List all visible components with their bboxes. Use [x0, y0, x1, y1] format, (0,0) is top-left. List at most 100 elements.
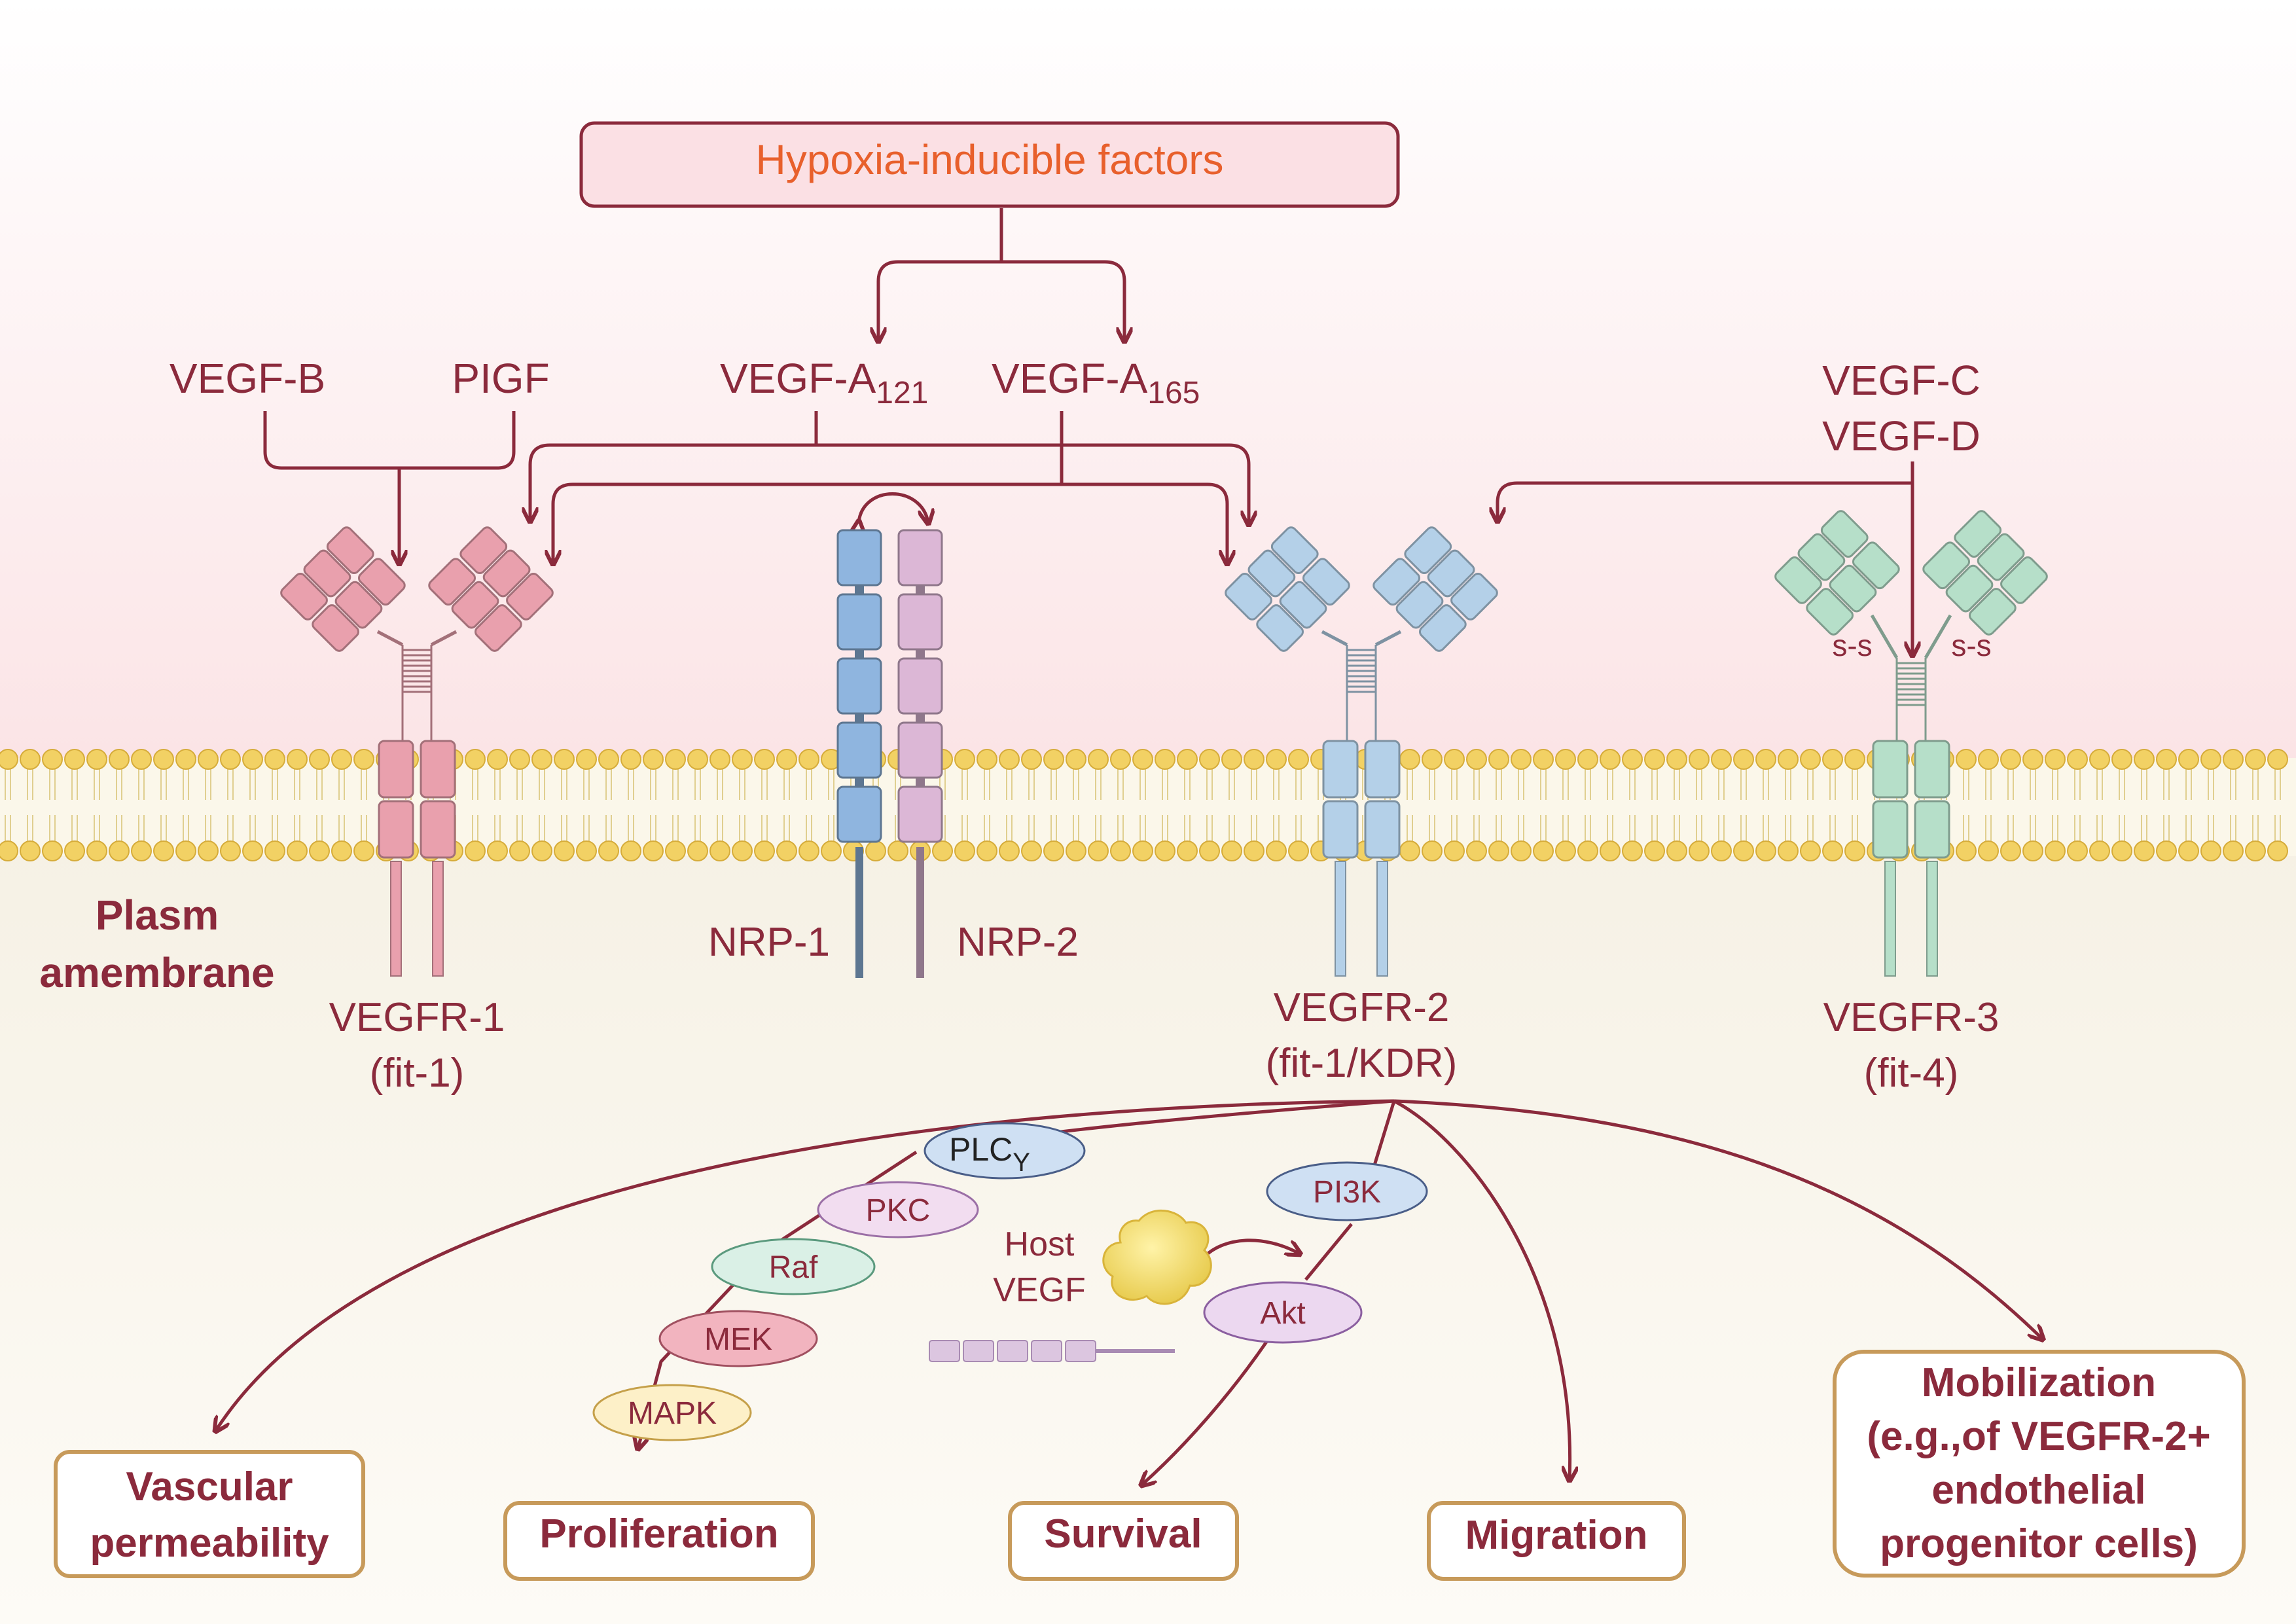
- lipid-head: [1155, 840, 1175, 861]
- lipid-tail: [1028, 769, 1035, 846]
- lipid-head: [86, 840, 107, 861]
- lipid-head: [2156, 749, 2177, 770]
- migration-box: [1427, 1501, 1686, 1581]
- disulfide-right-label: s-s: [1951, 628, 1991, 662]
- plc-subscript: Y: [1013, 1148, 1030, 1177]
- lipid-head: [2045, 749, 2066, 770]
- lipid-head: [1733, 749, 1754, 770]
- lipid-tail: [160, 769, 167, 846]
- lipid-tail: [2163, 769, 2170, 846]
- lipid-tail: [984, 769, 990, 846]
- lipid-tail: [1651, 769, 1658, 846]
- ig-domain: [1968, 588, 2017, 636]
- lipid-head: [175, 749, 196, 770]
- vegfr2-receptor: [1225, 526, 1498, 977]
- ig-domain: [334, 581, 383, 629]
- lipid-head: [1689, 749, 1710, 770]
- lipid-head: [2089, 840, 2110, 861]
- receptor-stalk: [1924, 614, 1952, 659]
- lipid-tail: [205, 769, 211, 846]
- lipid-tail: [939, 769, 946, 846]
- lipid-head: [2089, 749, 2110, 770]
- lipid-head: [86, 749, 107, 770]
- lipid-head: [2156, 840, 2177, 861]
- nrp-linker: [855, 713, 864, 723]
- mapk-node: [592, 1384, 752, 1441]
- ig-domain: [1302, 558, 1350, 606]
- lipid-head: [1399, 749, 1420, 770]
- lipid-tail: [1496, 769, 1502, 846]
- lipid-tail: [1429, 769, 1435, 846]
- vegf-a165-subscript: 165: [1147, 376, 1200, 410]
- transmembrane-domain: [1914, 740, 1950, 799]
- lipid-head: [487, 749, 508, 770]
- lipid-head: [665, 749, 686, 770]
- transmembrane-domain: [378, 740, 414, 799]
- lipid-head: [1844, 749, 1865, 770]
- ig-domain: [459, 526, 508, 575]
- plasma-membrane: [0, 749, 2296, 861]
- lipid-tail: [1251, 769, 1257, 846]
- lipid-head: [353, 840, 374, 861]
- lipid-tail: [1985, 769, 1992, 846]
- lipid-tail: [1629, 769, 1636, 846]
- receptor-hinge: [401, 645, 433, 743]
- lipid-head: [754, 840, 775, 861]
- lipid-tail: [783, 769, 790, 846]
- lipid-head: [198, 840, 219, 861]
- lipid-head: [2267, 840, 2288, 861]
- lipid-tail: [672, 769, 679, 846]
- hif-label: Hypoxia-inducible factors: [756, 136, 1224, 183]
- lipid-head: [509, 840, 530, 861]
- lipid-tail: [1139, 769, 1146, 846]
- lipid-tail: [1273, 769, 1280, 846]
- lipid-tail: [1206, 769, 1213, 846]
- lipid-head: [64, 749, 85, 770]
- lipid-head: [2245, 749, 2266, 770]
- lipid-tail: [650, 769, 656, 846]
- lipid-head: [2111, 840, 2132, 861]
- lipid-tail: [2052, 769, 2058, 846]
- ig-domain: [1945, 564, 1994, 613]
- lipid-head: [1622, 840, 1643, 861]
- lipid-head: [1822, 749, 1843, 770]
- cytoplasmic-tail: [432, 861, 444, 977]
- receptor-left-arm: [1225, 526, 1350, 652]
- lipid-head: [2223, 840, 2244, 861]
- receptor-hinge: [1895, 658, 1927, 743]
- nrp-domain: [836, 593, 882, 651]
- lipid-head: [64, 840, 85, 861]
- lipid-tail: [2274, 769, 2281, 846]
- receptor-stalk: [1870, 614, 1899, 659]
- lipid-tail: [739, 769, 745, 846]
- lipid-head: [1822, 840, 1843, 861]
- lipid-head: [1221, 749, 1242, 770]
- lipid-head: [576, 840, 597, 861]
- nrp-tail: [916, 847, 924, 978]
- lipid-head: [687, 840, 708, 861]
- ig-domain: [1829, 564, 1877, 613]
- lipid-head: [331, 840, 352, 861]
- neuropilin-receptors: [836, 529, 943, 978]
- lipid-tail: [1006, 769, 1013, 846]
- receptor-left-arm: [280, 526, 406, 652]
- nrp-linker: [916, 713, 925, 723]
- lipid-tail: [1829, 769, 1836, 846]
- lipid-head: [1177, 840, 1198, 861]
- nrp2-chain: [897, 529, 943, 978]
- raf-label: Raf: [769, 1250, 818, 1285]
- lipid-tail: [1607, 769, 1613, 846]
- vegf-a165-label: VEGF-A165: [992, 355, 1200, 410]
- lipid-tail: [294, 769, 300, 846]
- lipid-head: [1956, 840, 1977, 861]
- lipid-tail: [1852, 769, 1858, 846]
- lipid-head: [1778, 840, 1799, 861]
- vascular-permeability-line2: permeability: [90, 1521, 329, 1566]
- lipid-tail: [2208, 769, 2214, 846]
- lipid-tail: [2007, 769, 2014, 846]
- lipid-head: [620, 840, 641, 861]
- lipid-head: [1689, 840, 1710, 861]
- vegfr3-alias-label: (fit-4): [1864, 1051, 1959, 1096]
- lipid-head: [576, 749, 597, 770]
- ig-domain: [1450, 572, 1498, 621]
